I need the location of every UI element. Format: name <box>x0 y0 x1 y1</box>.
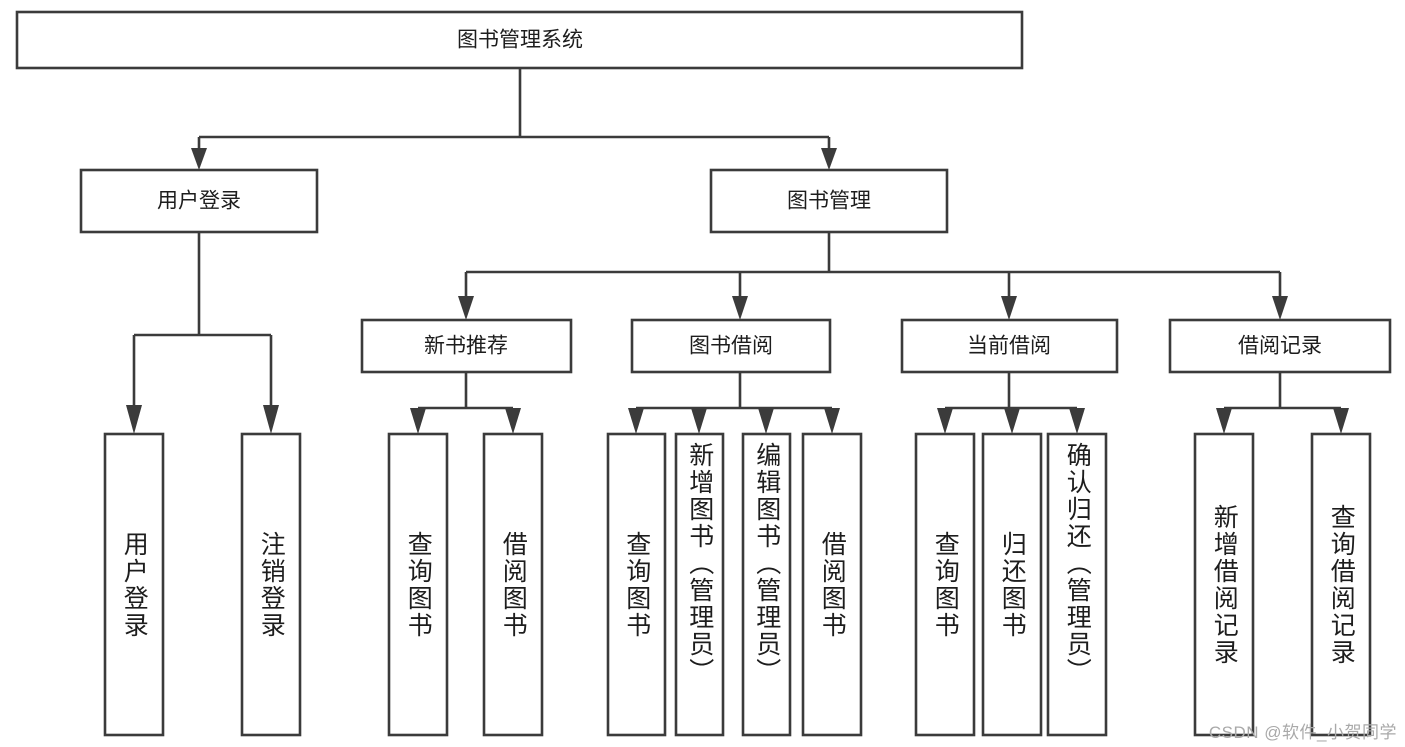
arrow-current-borrow-leaf-1 <box>937 408 953 434</box>
arrow-book-manage-to-borrow-record <box>1272 296 1288 320</box>
leaf-box-edit-book[interactable] <box>741 432 792 737</box>
node-current-borrow-label: 当前借阅 <box>967 335 1051 358</box>
node-book-borrow[interactable]: 图书借阅 <box>630 318 832 374</box>
connector-group-book-borrow <box>628 372 840 434</box>
node-borrow-record-box[interactable] <box>1168 318 1392 374</box>
node-book-manage-box[interactable] <box>709 168 949 234</box>
node-root-label: 图书管理系统 <box>457 29 583 52</box>
leaf-box-query-book-1[interactable] <box>387 432 449 737</box>
connector-group-new-book-rec <box>410 372 521 434</box>
arrow-current-borrow-leaf-3 <box>1069 408 1085 434</box>
node-user-login-label: 用户登录 <box>157 190 241 213</box>
leaf-box-borrow-book-1[interactable] <box>482 432 544 737</box>
leaf-boxes-new-book-rec <box>387 432 544 737</box>
node-root[interactable]: 图书管理系统 <box>15 10 1024 70</box>
arrow-book-manage-to-book-borrow <box>732 296 748 320</box>
leaf-box-user-login[interactable] <box>103 432 165 737</box>
leaf-box-query-record[interactable] <box>1310 432 1372 737</box>
leaf-box-return-book[interactable] <box>981 432 1043 737</box>
node-book-borrow-box[interactable] <box>630 318 832 374</box>
arrow-user-login-leaf-1 <box>126 405 142 434</box>
leaf-boxes-book-borrow <box>606 432 863 737</box>
connector-group-user-login <box>126 232 279 434</box>
connector-group-book-manage <box>458 232 1288 320</box>
node-user-login-box[interactable] <box>79 168 319 234</box>
node-book-manage[interactable]: 图书管理 <box>709 168 949 234</box>
watermark: CSDN @软件_小贺同学 <box>1208 723 1397 742</box>
node-root-box[interactable] <box>15 10 1024 70</box>
arrow-new-book-rec-leaf-2 <box>505 408 521 434</box>
node-new-book-rec-box[interactable] <box>360 318 573 374</box>
arrow-book-borrow-leaf-2 <box>691 408 707 434</box>
arrow-new-book-rec-leaf-1 <box>410 408 426 434</box>
arrow-root-to-book-manage <box>821 148 837 170</box>
leaf-box-add-book[interactable] <box>674 432 725 737</box>
arrow-book-borrow-leaf-1 <box>628 408 644 434</box>
leaf-box-query-book-2[interactable] <box>606 432 667 737</box>
node-new-book-rec[interactable]: 新书推荐 <box>360 318 573 374</box>
arrow-book-manage-to-new-book-rec <box>458 296 474 320</box>
arrow-current-borrow-leaf-2 <box>1004 408 1020 434</box>
node-current-borrow[interactable]: 当前借阅 <box>900 318 1119 374</box>
arrow-book-borrow-leaf-3 <box>758 408 774 434</box>
connector-group-borrow-record <box>1216 372 1349 434</box>
connector-group-root <box>191 68 837 170</box>
leaf-box-borrow-book-2[interactable] <box>801 432 863 737</box>
connector-group-current-borrow <box>937 372 1085 434</box>
leaf-box-query-book-3[interactable] <box>914 432 976 737</box>
node-new-book-rec-label: 新书推荐 <box>424 335 508 358</box>
arrow-borrow-record-leaf-2 <box>1333 408 1349 434</box>
leaf-box-logout[interactable] <box>240 432 302 737</box>
arrow-user-login-leaf-2 <box>263 405 279 434</box>
arrow-borrow-record-leaf-1 <box>1216 408 1232 434</box>
node-current-borrow-box[interactable] <box>900 318 1119 374</box>
node-book-borrow-label: 图书借阅 <box>689 335 773 358</box>
node-borrow-record-label: 借阅记录 <box>1238 335 1322 358</box>
arrow-root-to-user-login <box>191 148 207 170</box>
node-borrow-record[interactable]: 借阅记录 <box>1168 318 1392 374</box>
leaf-boxes-user-login <box>103 432 302 737</box>
leaf-boxes-current-borrow <box>914 432 1108 737</box>
node-user-login[interactable]: 用户登录 <box>79 168 319 234</box>
arrow-book-borrow-leaf-4 <box>824 408 840 434</box>
leaf-box-confirm-return[interactable] <box>1046 432 1108 737</box>
leaf-box-add-record[interactable] <box>1193 432 1255 737</box>
node-book-manage-label: 图书管理 <box>787 190 871 213</box>
leaf-boxes-borrow-record <box>1193 432 1372 737</box>
arrow-book-manage-to-current-borrow <box>1001 296 1017 320</box>
